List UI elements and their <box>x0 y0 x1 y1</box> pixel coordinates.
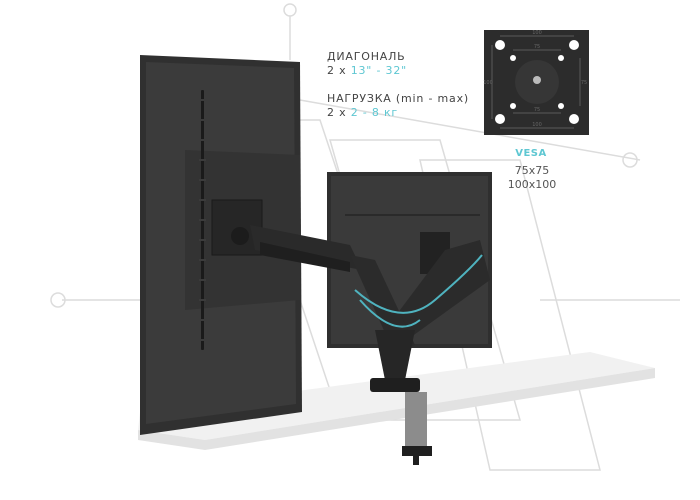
load-value: 2 - 8 кг <box>350 106 398 119</box>
monitor-arm <box>211 199 490 465</box>
vesa-dim-bottom-inner: 75 <box>534 107 540 113</box>
diagonal-spec: 2 x 13" - 32" <box>327 64 407 77</box>
load-spec: 2 x 2 - 8 кг <box>327 106 398 119</box>
vesa-title: VESA <box>515 148 547 159</box>
diagonal-prefix: 2 x <box>327 64 351 77</box>
diagonal-value: 13" - 32" <box>350 64 407 77</box>
vesa-dim-bottom-outer: 100 <box>532 122 542 128</box>
vesa-dim-top-inner: 75 <box>534 44 540 50</box>
diagonal-label: ДИАГОНАЛЬ <box>327 50 406 63</box>
vesa-size-75: 75x75 <box>514 164 550 177</box>
vesa-dim-top-outer: 100 <box>532 30 542 36</box>
vesa-dim-side-inner: 75 <box>581 80 587 86</box>
load-prefix: 2 x <box>327 106 351 119</box>
vesa-dim-side-outer: 100 <box>483 80 493 86</box>
desk-surface <box>138 352 655 450</box>
vesa-size-100: 100x100 <box>507 178 557 191</box>
vesa-plate-diagram: 100 75 100 75 75 100 <box>483 30 589 135</box>
load-label: НАГРУЗКА (min - max) <box>327 92 469 105</box>
